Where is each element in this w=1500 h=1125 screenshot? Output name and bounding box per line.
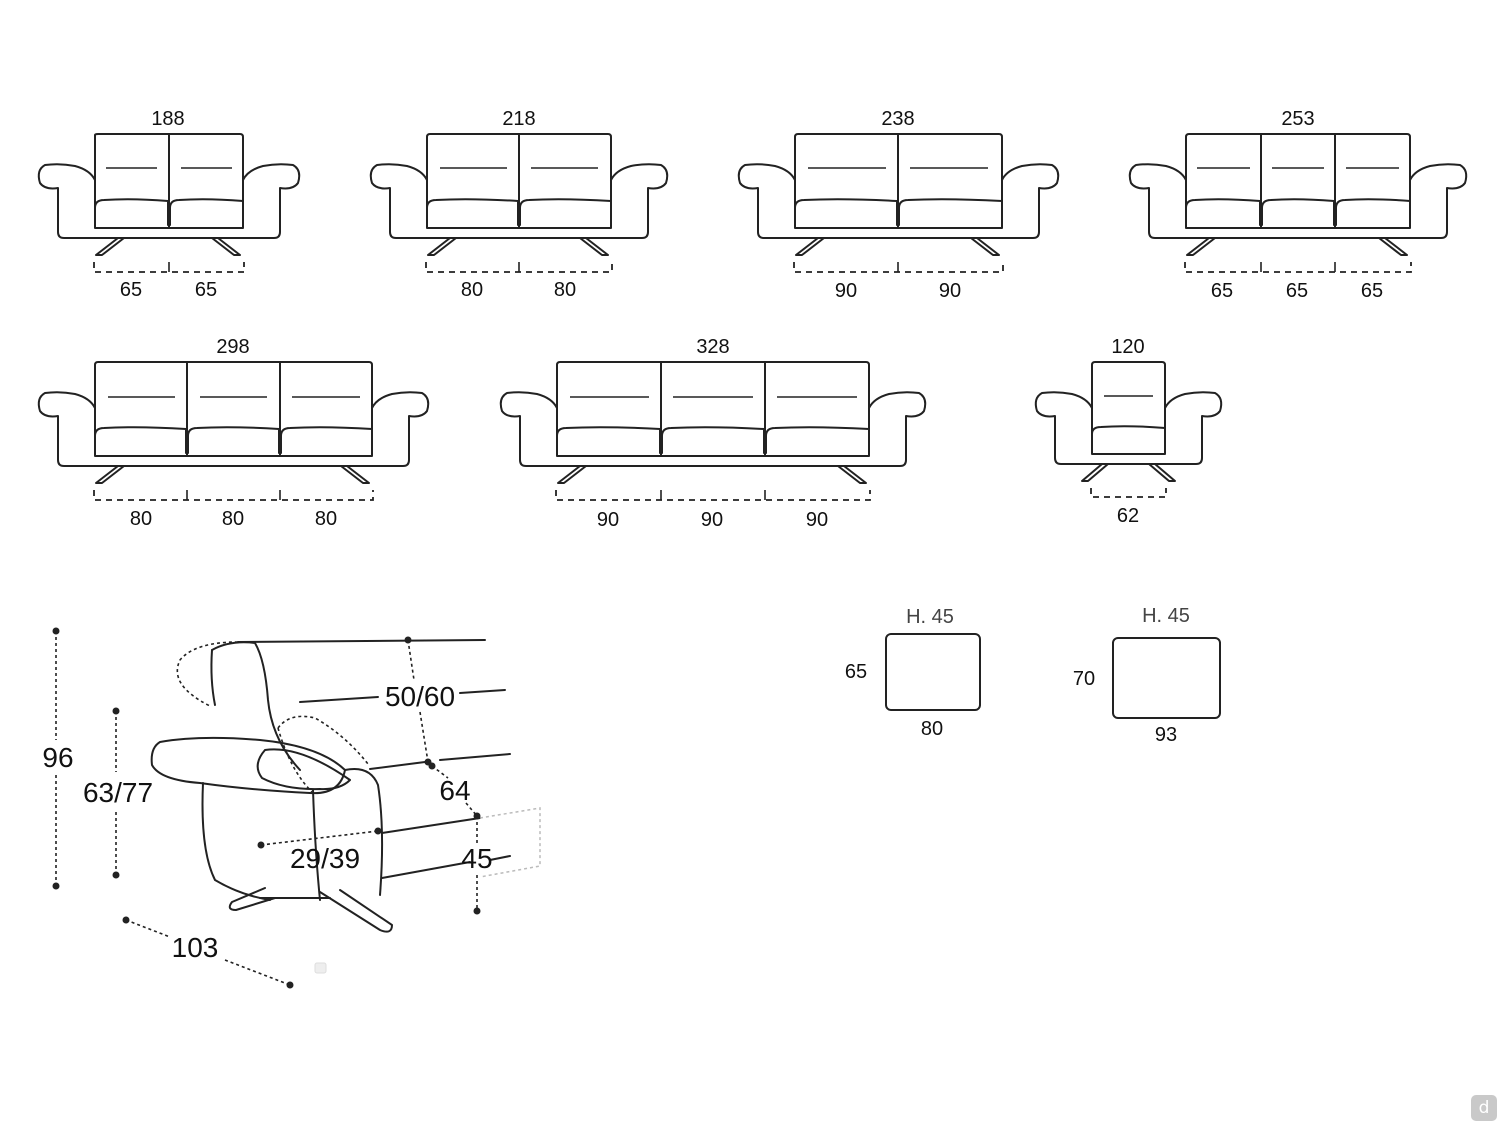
sofa-298-seat-2: 80 <box>222 508 244 530</box>
sofa-298-seat-1: 80 <box>130 508 152 530</box>
sofa-238-seat-2: 90 <box>939 280 961 302</box>
sofa-218-seat-2: 80 <box>554 279 576 301</box>
sofa-218: 218 80 80 <box>369 108 669 301</box>
sofa-328-seat-3: 90 <box>806 509 828 531</box>
sofa-218-seat-1: 80 <box>461 279 483 301</box>
ottoman-2-depth: 70 <box>1073 668 1095 690</box>
sofa-238: 238 90 90 <box>737 108 1060 302</box>
total-depth-label: 103 <box>172 932 219 963</box>
armchair-120: 120 62 <box>1034 336 1223 527</box>
sofa-253-width: 253 <box>1281 108 1314 130</box>
sofa-253-seat-3: 65 <box>1361 280 1383 302</box>
ottoman-1-height: H. 45 <box>906 606 954 628</box>
profile-side-view: 96 63/77 50/60 64 29/39 45 103 <box>42 627 541 989</box>
ottoman-93x70: H. 45 70 93 <box>1073 605 1221 746</box>
ottoman-2-width: 93 <box>1155 724 1177 746</box>
sofa-238-width: 238 <box>881 108 914 130</box>
total-height-label: 96 <box>42 742 73 773</box>
sofa-253-seat-1: 65 <box>1211 280 1233 302</box>
sofa-298: 298 80 80 80 <box>37 336 430 530</box>
seat-depth-label: 50/60 <box>385 681 455 712</box>
sofa-298-width: 298 <box>216 336 249 358</box>
depth-64-label: 64 <box>439 775 470 806</box>
ottoman-80x65: H. 45 65 80 <box>845 606 981 740</box>
sofa-188-seat-2: 65 <box>195 279 217 301</box>
sofa-238-seat-1: 90 <box>835 280 857 302</box>
armchair-120-width: 120 <box>1111 336 1144 358</box>
armchair-120-seat: 62 <box>1117 505 1139 527</box>
sofa-328-seat-2: 90 <box>701 509 723 531</box>
seat-height-label: 45 <box>461 843 492 874</box>
sofa-188: 188 65 65 <box>37 108 301 301</box>
arm-height-label: 63/77 <box>83 777 153 808</box>
brand-logo-icon: d <box>1471 1095 1497 1121</box>
ottoman-2-height: H. 45 <box>1142 605 1190 627</box>
sofa-298-seat-3: 80 <box>315 508 337 530</box>
sofa-328: 328 90 90 90 <box>499 336 927 531</box>
ottoman-1-width: 80 <box>921 718 943 740</box>
sofa-328-width: 328 <box>696 336 729 358</box>
sofa-218-width: 218 <box>502 108 535 130</box>
sofa-253-seat-2: 65 <box>1286 280 1308 302</box>
sofa-328-seat-1: 90 <box>597 509 619 531</box>
ottoman-1-depth: 65 <box>845 661 867 683</box>
sofa-188-seat-1: 65 <box>120 279 142 301</box>
cushion-depth-label: 29/39 <box>290 843 360 874</box>
sofa-188-width: 188 <box>151 108 184 130</box>
sofa-253: 253 65 65 65 <box>1128 108 1468 302</box>
